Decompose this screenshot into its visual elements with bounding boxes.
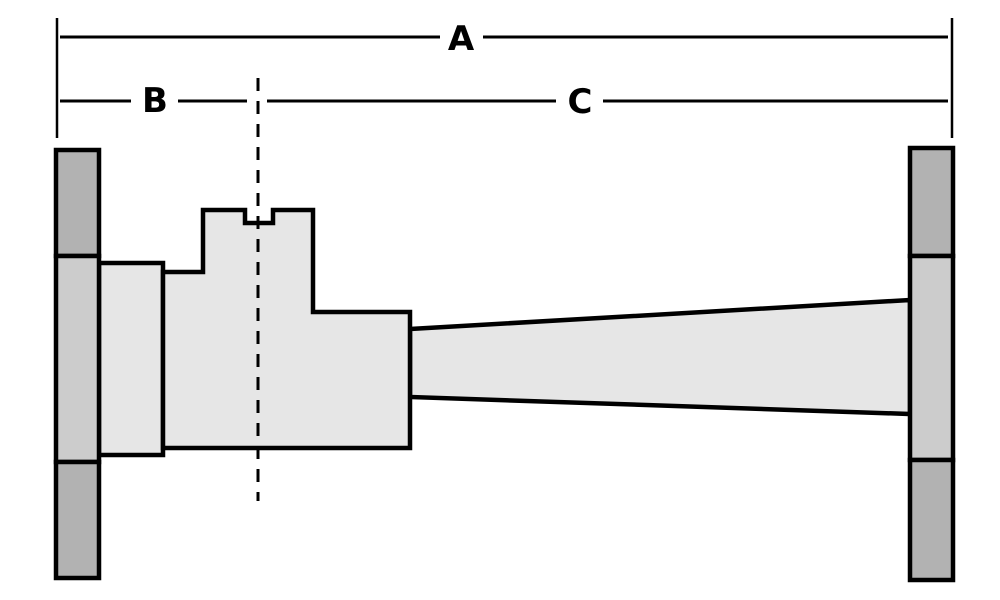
dimension-label-a: A [448, 19, 475, 59]
right-flange [907, 145, 956, 583]
dimension-label-b: B [142, 81, 168, 121]
dimension-a: A [60, 19, 948, 59]
right-flange-middle-section [907, 253, 956, 463]
hub-block [96, 260, 166, 458]
left-flange [53, 147, 102, 581]
left-flange-top-section [53, 147, 102, 259]
dimension-b-c: B C [60, 81, 948, 122]
dimension-label-c: C [568, 82, 593, 122]
right-flange-top-section [907, 145, 956, 259]
diffuser-cone [407, 297, 913, 417]
valve-body [160, 207, 413, 451]
right-flange-bottom-section [907, 457, 956, 583]
venturi-assembly [53, 145, 956, 583]
left-flange-middle-section [53, 253, 102, 465]
left-flange-bottom-section [53, 459, 102, 581]
